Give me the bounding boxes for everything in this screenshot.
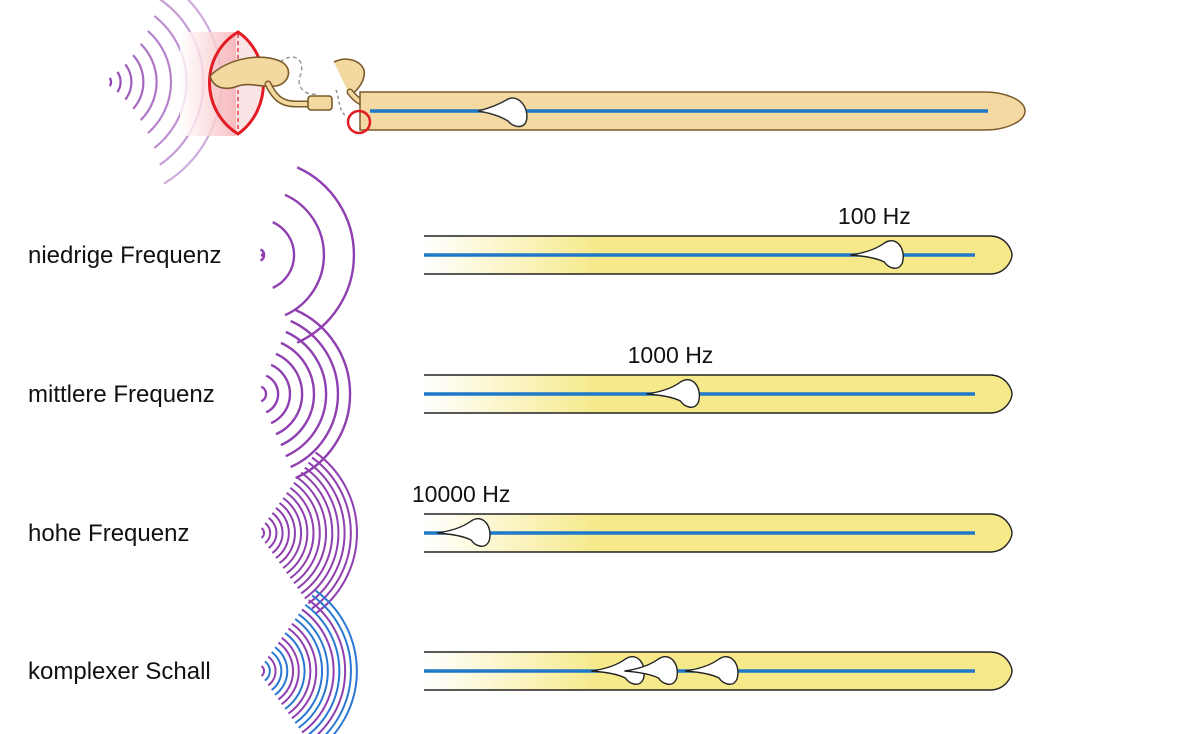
round-window-icon [346,109,372,135]
sound-wave-arc [124,63,133,101]
sound-wave-arc [116,71,122,93]
sound-wave-arc [311,456,352,610]
frequency-row: komplexer Schall [28,589,1013,734]
sound-wave-icon [260,308,352,480]
sound-wave-arc [290,319,340,469]
sound-wave-arc [275,507,290,559]
frequency-label: 10000 Hz [412,481,510,507]
sound-wave-arc [270,363,292,425]
sound-wave-arc [286,491,309,575]
sound-wave-arc [278,502,296,564]
sound-wave-arc [264,660,271,682]
sound-wave-arc [267,655,277,687]
sound-wave-arc [291,622,318,720]
sound-wave-arc [260,665,266,677]
cochlea-tube-outline [424,235,1013,275]
sound-wave-arc [284,632,306,710]
traveling-wave-bump [591,656,645,685]
sound-wave-arc [272,221,296,289]
cochlea-tube-outline [424,374,1013,414]
traveling-wave-bump [684,656,739,685]
sound-wave-arc [298,613,329,729]
sound-wave-arc [260,385,268,403]
ear-overview [108,0,1026,185]
sound-wave-arc [265,374,280,414]
sound-wave-arc [147,30,173,134]
sound-wave-arc [274,646,289,696]
sound-wave-arc [260,527,266,539]
sound-wave-icon [259,166,356,344]
row-label: niedrige Frequenz [28,242,221,269]
sound-wave-arc [297,476,327,590]
sound-wave-arc [301,608,335,734]
sound-wave-arc [293,481,321,585]
traveling-wave-bump [850,240,904,269]
sound-wave-arc [284,193,326,317]
sound-wave-arc [132,54,145,110]
sound-wave-arc [271,512,284,554]
cochlea-tube-outline [424,651,1013,691]
sound-wave-arc [294,618,323,724]
sound-wave-arc [287,627,312,715]
sound-wave-icon [260,451,358,615]
sound-wave-arc [139,43,158,121]
sound-wave-arc [308,599,347,734]
traveling-wave-bump [437,518,491,547]
frequency-row: hohe Frequenz 10000 Hz [28,451,1013,615]
sound-wave-arc [270,651,283,691]
frequency-row: mittlere Frequenz 1000 Hz [28,308,1013,480]
sound-wave-arc [295,308,352,480]
sound-wave-arc [304,466,340,600]
sound-wave-arc [282,497,303,569]
sound-wave-arc [108,77,113,87]
sound-wave-arc [315,451,358,615]
sound-wave-arc [259,248,266,262]
sound-wave-arc [277,641,295,701]
sound-wave-arc [296,166,356,344]
sound-wave-icon [260,589,358,734]
sound-wave-arc [311,594,352,734]
frequency-row: niedrige Frequenz 100 Hz [28,166,1013,344]
sound-wave-arc [285,330,328,458]
row-label: hohe Frequenz [28,520,189,547]
frequency-rows: niedrige Frequenz 100 Hz mittlere Frequenz… [28,166,1013,734]
row-label: komplexer Schall [28,658,211,685]
row-label: mittlere Frequenz [28,381,215,408]
sound-wave-arc [268,517,278,549]
sound-wave-arc [304,603,341,734]
cochlea-tube-outline [424,513,1013,553]
sound-wave-arc [275,352,304,436]
frequency-label: 1000 Hz [628,342,714,368]
sound-wave-arc [289,486,315,580]
traveling-wave-bump [624,656,679,685]
frequency-label: 100 Hz [838,203,911,229]
traveling-wave-bump-top [477,97,528,128]
sound-wave-arc [264,522,272,544]
traveling-wave-bump [646,379,701,408]
sound-wave-arc [281,636,300,706]
sound-wave-arc [280,341,316,447]
sound-wave-arc [300,471,334,595]
sound-wave-arc [307,461,346,605]
